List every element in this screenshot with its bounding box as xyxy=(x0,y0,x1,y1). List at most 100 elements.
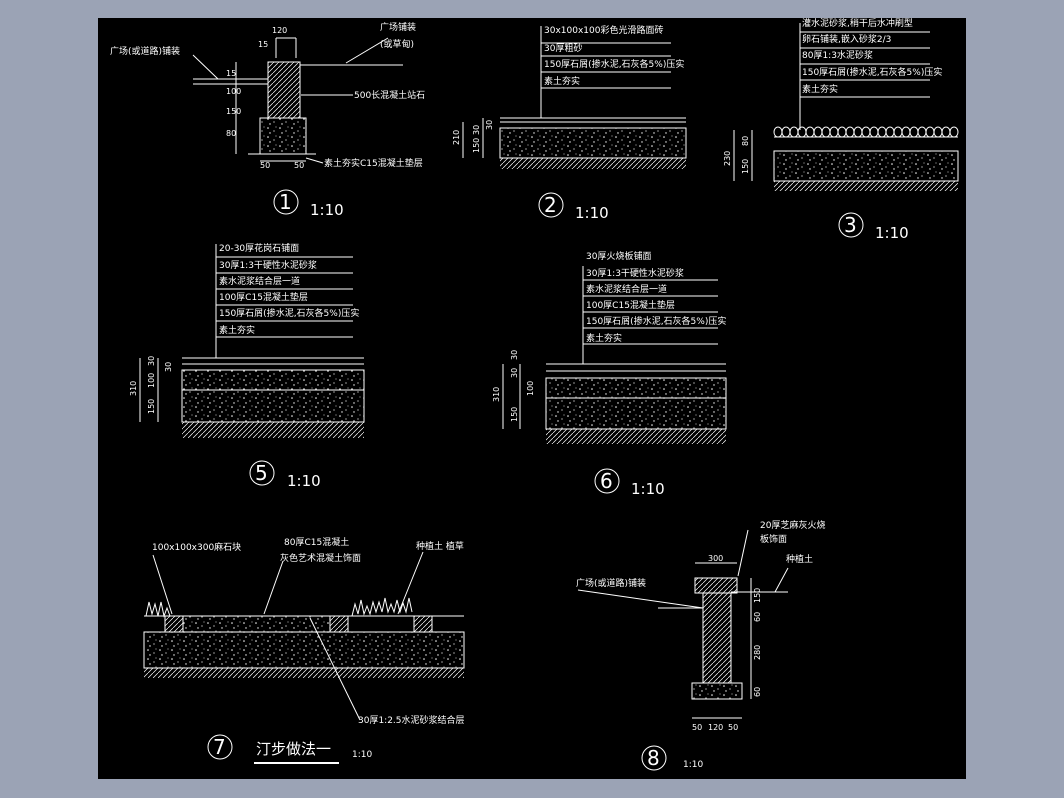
detail-1-curb: 120 15 15 100 150 80 50 50 广场铺装 (或草甸) 广场… xyxy=(110,21,425,219)
d3-index-circle xyxy=(838,212,864,238)
d8-index-number: 8 xyxy=(647,746,660,770)
detail-5-granite-paving: 310 30 30 100 150 20-30厚花岗石铺面 30厚1:3干硬性水… xyxy=(129,242,365,490)
pebble xyxy=(813,126,823,138)
d6-scale: 1:10 xyxy=(631,480,665,498)
pebble xyxy=(837,126,847,138)
d8-label-paving: 广场(或道路)铺装 xyxy=(576,577,646,589)
pebble xyxy=(781,126,791,138)
d2-layer-3: 150厚石屑(掺水泥,石灰各5%)压实 xyxy=(544,58,684,70)
svg-text:150: 150 xyxy=(226,107,241,116)
svg-text:30: 30 xyxy=(472,125,481,135)
detail-7-stepping-stone: 100x100x300麻石块 80厚C15混凝土 灰色艺术混凝土饰面 种植土 植… xyxy=(143,536,465,764)
d2-layer-2: 30厚粗砂 xyxy=(544,42,582,54)
detail-6-flamed-slab-paving: 30 310 30 100 150 30厚火烧板铺面 30厚1:3干硬性水泥砂浆… xyxy=(492,250,727,498)
d6-index-circle xyxy=(594,468,620,494)
d6-layer-5: 150厚石屑(掺水泥,石灰各5%)压实 xyxy=(586,315,726,327)
svg-text:120: 120 xyxy=(272,26,287,35)
d5-layer-1: 20-30厚花岗石铺面 xyxy=(219,242,299,254)
d7-label-mortar: 30厚1:2.5水泥砂浆结合层 xyxy=(358,714,465,726)
d6-layer-1: 30厚火烧板铺面 xyxy=(586,250,651,262)
svg-text:150: 150 xyxy=(147,399,156,414)
d5-scale: 1:10 xyxy=(287,472,321,490)
d1-scale: 1:10 xyxy=(310,201,344,219)
d7-index-number: 7 xyxy=(213,735,226,759)
d3-index-number: 3 xyxy=(844,213,857,237)
d8-label-finish: 板饰面 xyxy=(760,533,787,545)
d1-label-road-paving: 广场(或道路)铺装 xyxy=(110,45,180,57)
pebble xyxy=(773,126,783,138)
svg-text:150: 150 xyxy=(510,407,519,422)
svg-text:280: 280 xyxy=(753,645,762,660)
svg-text:210: 210 xyxy=(452,130,461,145)
d5-index-number: 5 xyxy=(255,461,268,485)
pebble xyxy=(877,126,887,138)
d3-layer-3: 80厚1:3水泥砂浆 xyxy=(802,49,873,61)
d2-index-circle xyxy=(538,192,564,218)
pebble xyxy=(941,126,951,138)
svg-text:150: 150 xyxy=(741,159,750,174)
d7-label-finish: 灰色艺术混凝土饰面 xyxy=(280,552,361,564)
pebble xyxy=(925,126,935,138)
svg-text:50: 50 xyxy=(692,723,702,732)
d2-index-number: 2 xyxy=(544,193,557,217)
svg-text:30: 30 xyxy=(485,120,494,130)
svg-text:300: 300 xyxy=(708,554,723,563)
d1-label-paving: 广场铺装 xyxy=(380,21,416,33)
d7-index-circle xyxy=(207,734,233,760)
svg-text:30: 30 xyxy=(510,350,519,360)
pebble xyxy=(829,126,839,138)
d3-scale: 1:10 xyxy=(875,224,909,242)
svg-text:80: 80 xyxy=(741,136,750,146)
pebble xyxy=(869,126,879,138)
pebble xyxy=(933,126,943,138)
svg-text:150: 150 xyxy=(472,138,481,153)
detail-2-brick-paving: 210 30 30 150 30x100x100彩色光滑路面砖 30厚粗砂 15… xyxy=(452,24,687,222)
detail-3-pebble-paving: 230 80 150 灌水泥砂浆,稍干后水冲刷型 卵石铺装,嵌入砂浆2/3 80… xyxy=(723,18,959,242)
pebble xyxy=(789,126,799,138)
svg-text:60: 60 xyxy=(753,687,762,697)
d5-layer-2: 30厚1:3干硬性水泥砂浆 xyxy=(219,259,317,271)
cad-drawing-canvas: 120 15 15 100 150 80 50 50 广场铺装 (或草甸) 广场… xyxy=(98,18,966,779)
d1-index-circle xyxy=(273,189,299,215)
pebble xyxy=(845,126,855,138)
svg-text:30: 30 xyxy=(164,362,173,372)
pebble xyxy=(917,126,927,138)
pebble xyxy=(909,126,919,138)
pebble xyxy=(901,126,911,138)
svg-text:15: 15 xyxy=(226,69,236,78)
d3-layer-1: 灌水泥砂浆,稍干后水冲刷型 xyxy=(802,18,913,29)
pebble xyxy=(797,126,807,138)
pebble xyxy=(885,126,895,138)
svg-text:50: 50 xyxy=(260,161,270,170)
svg-text:150: 150 xyxy=(753,588,762,603)
d1-index-number: 1 xyxy=(279,190,292,214)
svg-text:30: 30 xyxy=(510,368,519,378)
d2-layer-4: 素土夯实 xyxy=(544,75,580,87)
d8-label-coping: 20厚芝麻灰火烧 xyxy=(760,519,825,531)
d3-layer-5: 素土夯实 xyxy=(802,83,838,95)
svg-text:30: 30 xyxy=(147,356,156,366)
svg-text:60: 60 xyxy=(753,612,762,622)
svg-text:50: 50 xyxy=(294,161,304,170)
d5-layer-6: 素土夯实 xyxy=(219,324,255,336)
d6-index-number: 6 xyxy=(600,469,613,493)
svg-text:310: 310 xyxy=(129,381,138,396)
d5-layer-5: 150厚石屑(掺水泥,石灰各5%)压实 xyxy=(219,307,359,319)
d5-layer-4: 100厚C15混凝土垫层 xyxy=(219,291,308,303)
svg-text:100: 100 xyxy=(147,373,156,388)
svg-text:310: 310 xyxy=(492,387,501,402)
d2-layer-1: 30x100x100彩色光滑路面砖 xyxy=(544,24,663,36)
d7-label-concrete: 80厚C15混凝土 xyxy=(284,536,349,548)
d1-label-foundation: 素土夯实C15混凝土垫层 xyxy=(324,157,423,169)
svg-text:50: 50 xyxy=(728,723,738,732)
pebble xyxy=(853,126,863,138)
cad-drawing: 120 15 15 100 150 80 50 50 广场铺装 (或草甸) 广场… xyxy=(110,18,959,771)
svg-text:80: 80 xyxy=(226,129,236,138)
svg-text:15: 15 xyxy=(258,40,268,49)
d1-label-or-grass: (或草甸) xyxy=(380,38,414,50)
d6-layer-3: 素水泥浆结合层一道 xyxy=(586,283,667,295)
d2-scale: 1:10 xyxy=(575,204,609,222)
svg-text:230: 230 xyxy=(723,151,732,166)
d3-layer-4: 150厚石屑(掺水泥,石灰各5%)压实 xyxy=(802,66,942,78)
svg-text:120: 120 xyxy=(708,723,723,732)
